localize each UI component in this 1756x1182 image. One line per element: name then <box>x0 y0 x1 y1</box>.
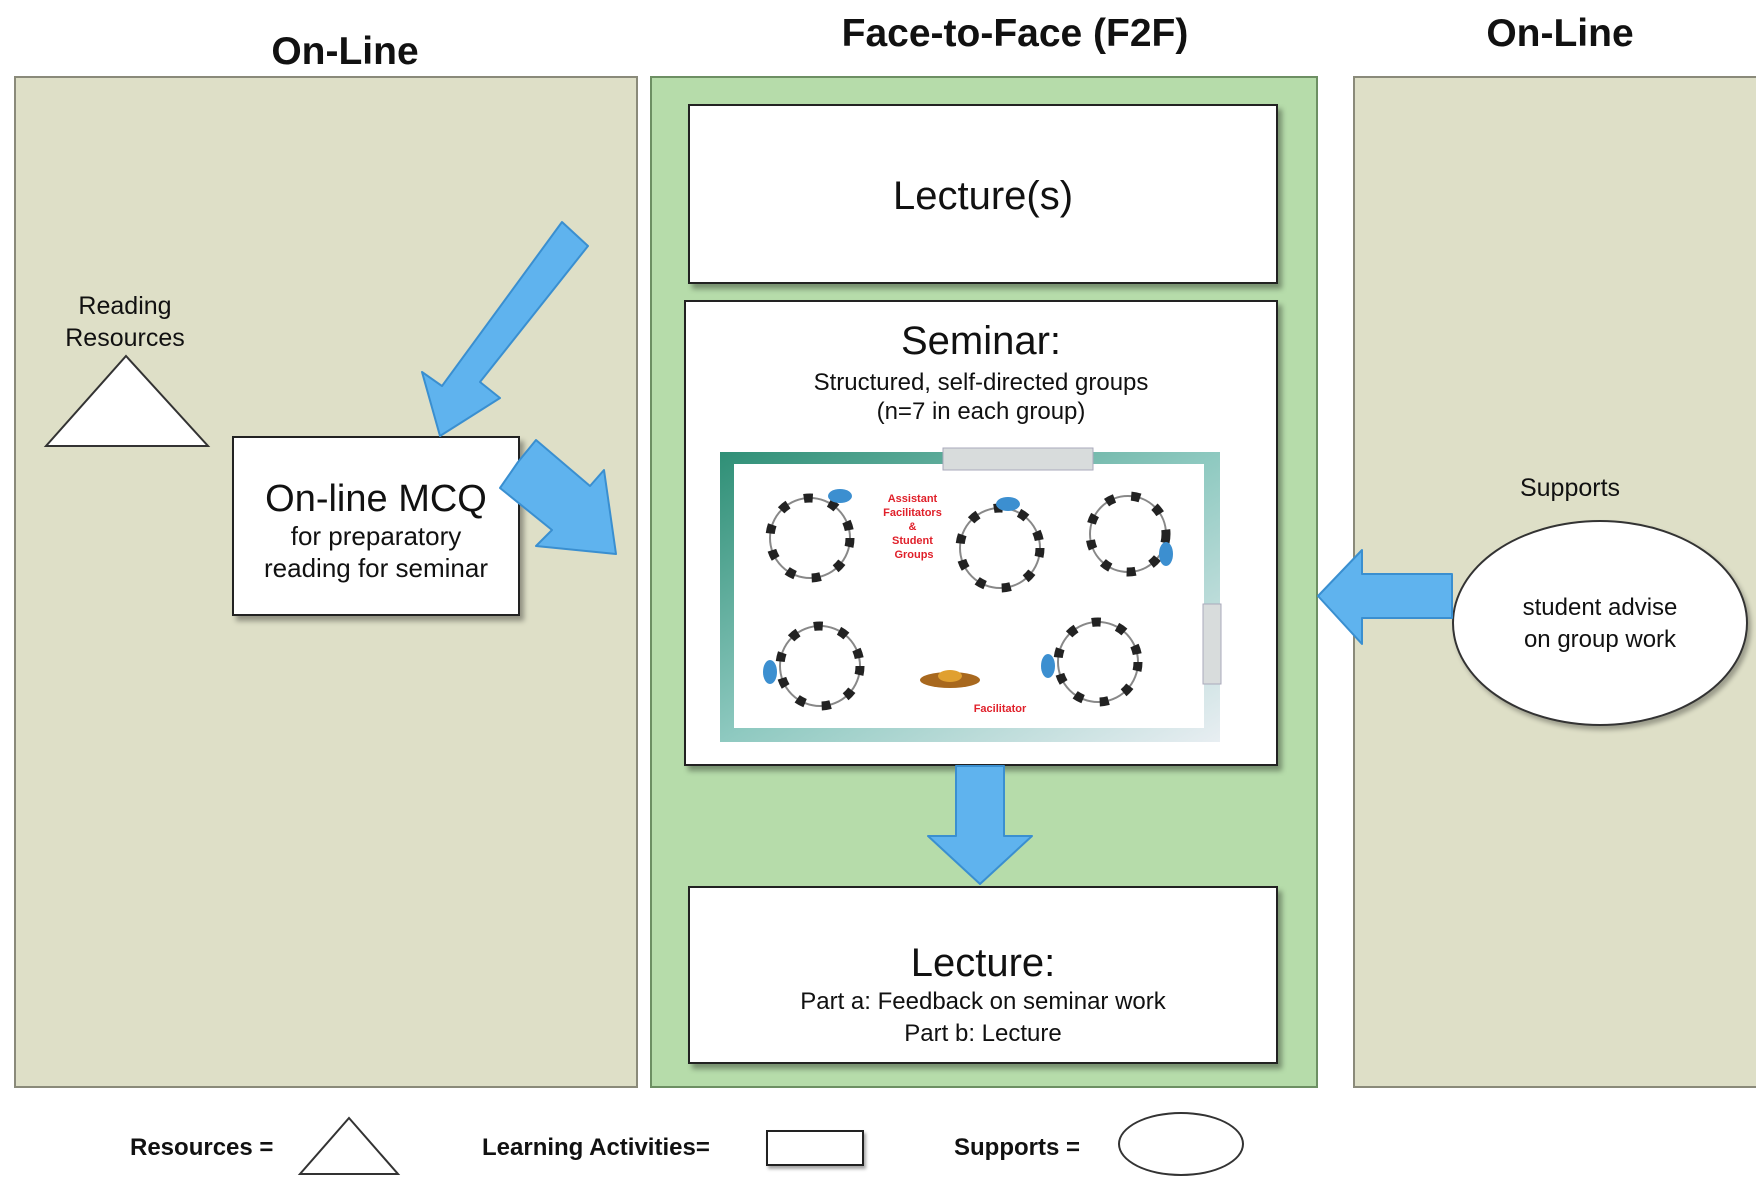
middle-column-title: Face-to-Face (F2F) <box>841 12 1189 55</box>
student-group-5-icon <box>1053 617 1143 707</box>
right-column-title: On-Line <box>1486 12 1634 55</box>
left-online-panel <box>14 76 638 1088</box>
seminar-line1: Structured, self-directed groups <box>813 369 1149 396</box>
legend-supports-ellipse-icon <box>1118 1112 1244 1176</box>
assistant-facilitator-icons <box>763 489 1173 684</box>
illustration-label: Assistant Facilitators & Student Groups <box>883 493 945 561</box>
illustration-label-line1: Assistant <box>888 493 938 505</box>
illustration-label-line5: Groups <box>894 549 933 561</box>
reading-resources-label-line1: Reading <box>78 292 172 320</box>
online-mcq-title: On-line MCQ <box>265 478 487 520</box>
illustration-label-line2: Facilitators <box>883 507 942 519</box>
arrow-into-mcq-icon <box>421 221 589 437</box>
legend-activity-rectangle-icon <box>766 1130 864 1166</box>
support-ellipse: student advise on group work <box>1452 520 1748 726</box>
arrow-supports-to-seminar-icon <box>1317 549 1453 645</box>
reading-resources-label: Reading Resources <box>40 290 210 354</box>
lecture-box-bottom-title: Lecture: <box>910 941 1056 985</box>
support-line2: on group work <box>1523 626 1677 653</box>
student-group-4-icon <box>775 621 865 711</box>
supports-label: Supports <box>1519 474 1621 502</box>
facilitator-icon <box>920 670 980 688</box>
reading-resources-label-line2: Resources <box>65 324 185 352</box>
seminar-room-illustration: Assistant Facilitators & Student Groups … <box>720 447 1222 742</box>
legend-resources-triangle-icon <box>297 1116 401 1175</box>
legend-resources-label: Resources = <box>130 1134 274 1161</box>
arrow-seminar-to-lecture-icon <box>927 765 1033 885</box>
online-mcq-line1: for preparatory <box>290 521 462 551</box>
legend-activities-label: Learning Activities= <box>482 1134 710 1161</box>
online-mcq-line2: reading for seminar <box>264 553 488 583</box>
left-column-title: On-Line <box>271 30 419 73</box>
online-mcq-box: On-line MCQ for preparatory reading for … <box>232 436 520 616</box>
illustration-label-line3: & <box>908 521 916 533</box>
seminar-line2: (n=7 in each group) <box>876 398 1086 425</box>
student-group-1-icon <box>765 493 855 583</box>
lecture-box-top: Lecture(s) <box>688 104 1278 284</box>
lecture-box-bottom: Lecture: Part a: Feedback on seminar wor… <box>688 886 1278 1064</box>
resource-triangle-icon <box>43 354 211 447</box>
lecture-box-top-title: Lecture(s) <box>892 174 1074 218</box>
legend-supports-label: Supports = <box>954 1134 1081 1161</box>
lecture-box-bottom-line1: Part a: Feedback on seminar work <box>800 988 1166 1015</box>
support-line1: student advise <box>1522 594 1678 621</box>
student-group-3-icon <box>1085 491 1171 577</box>
seminar-title: Seminar: <box>900 319 1062 363</box>
illustration-label-line4: Student <box>892 535 933 547</box>
lecture-box-bottom-line2: Part b: Lecture <box>904 1020 1062 1047</box>
arrow-mcq-to-seminar-icon <box>499 439 617 555</box>
facilitator-label: Facilitator <box>974 703 1027 715</box>
